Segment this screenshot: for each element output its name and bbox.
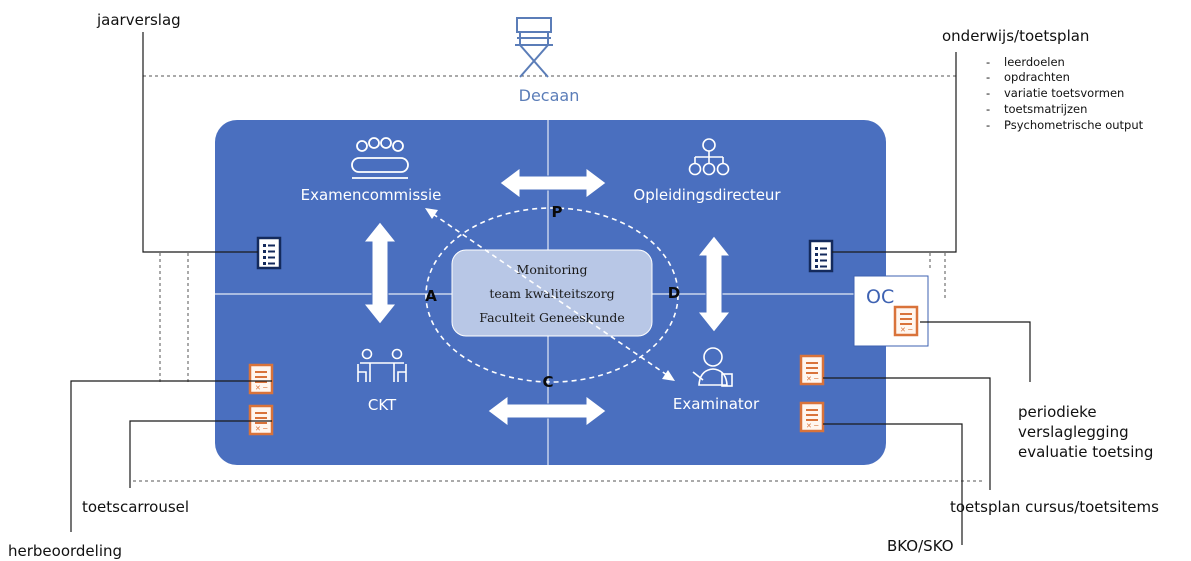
director-chair-icon: [515, 17, 553, 78]
teacher-icon: [692, 347, 733, 387]
document-navy-icon: [808, 239, 834, 273]
onderwijs-toetsplan-label: onderwijs/toetsplan: [942, 27, 1089, 45]
herbeoordeling-label: herbeoordeling: [8, 542, 122, 560]
oc-label: OC: [866, 286, 894, 308]
jaarverslag-label: jaarverslag: [96, 11, 181, 29]
document-orange-icon: [248, 404, 274, 436]
arrow-right-vertical: [696, 235, 732, 333]
examinator-label: Examinator: [673, 395, 760, 413]
arrow-left-vertical: [362, 221, 398, 325]
onderwijs-list: - leerdoelen - opdrachten - variatie toe…: [986, 55, 1144, 132]
list-bullet: -: [986, 70, 990, 84]
periodiek-line-3: evaluatie toetsing: [1018, 443, 1153, 461]
list-bullet: -: [986, 118, 990, 132]
bko-sko-label: BKO/SKO: [887, 537, 954, 555]
toetsplan-cursus-label: toetsplan cursus/toetsitems: [950, 498, 1159, 516]
center-line-1: Monitoring: [517, 262, 588, 277]
toetscarrousel-label: toetscarrousel: [82, 498, 189, 516]
list-bullet: -: [986, 55, 990, 69]
decaan-label: Decaan: [519, 86, 580, 105]
list-bullet: -: [986, 102, 990, 116]
document-orange-icon: [799, 354, 825, 386]
periodiek-line-2: verslaglegging: [1018, 423, 1129, 441]
list-item: variatie toetsvormen: [1004, 86, 1124, 100]
letter-p: P: [552, 203, 563, 221]
people-at-table-icon: [357, 348, 407, 382]
document-orange-icon: [893, 305, 919, 337]
letter-d: D: [668, 284, 680, 302]
monitoring-box: [451, 249, 653, 337]
arrow-top-horizontal: [499, 167, 607, 199]
list-item: opdrachten: [1004, 70, 1070, 84]
list-bullet: -: [986, 86, 990, 100]
document-orange-icon: [248, 363, 274, 395]
monitoring-ellipse: [425, 207, 679, 383]
periodiek-line-1: periodieke: [1018, 403, 1097, 421]
examencommissie-label: Examencommissie: [301, 186, 442, 204]
meeting-table-icon: [351, 137, 409, 179]
arrow-bottom-horizontal: [487, 395, 607, 427]
document-orange-icon: [799, 401, 825, 433]
dashed-diagonal-arrow: [425, 208, 675, 381]
document-navy-icon: [256, 236, 282, 270]
list-item: toetsmatrijzen: [1004, 102, 1087, 116]
list-item: leerdoelen: [1004, 55, 1065, 69]
letter-c: C: [542, 373, 553, 391]
letter-a: A: [425, 287, 437, 305]
center-line-3: Faculteit Geneeskunde: [479, 310, 624, 325]
connector-lines: [70, 32, 1031, 545]
center-line-2: team kwaliteitszorg: [489, 286, 614, 301]
list-item: Psychometrische output: [1004, 118, 1144, 132]
opleidingsdirecteur-label: Opleidingsdirecteur: [633, 186, 781, 204]
ckt-label: CKT: [368, 396, 397, 414]
dashed-frame: [133, 75, 985, 482]
org-hierarchy-icon: [688, 138, 730, 176]
